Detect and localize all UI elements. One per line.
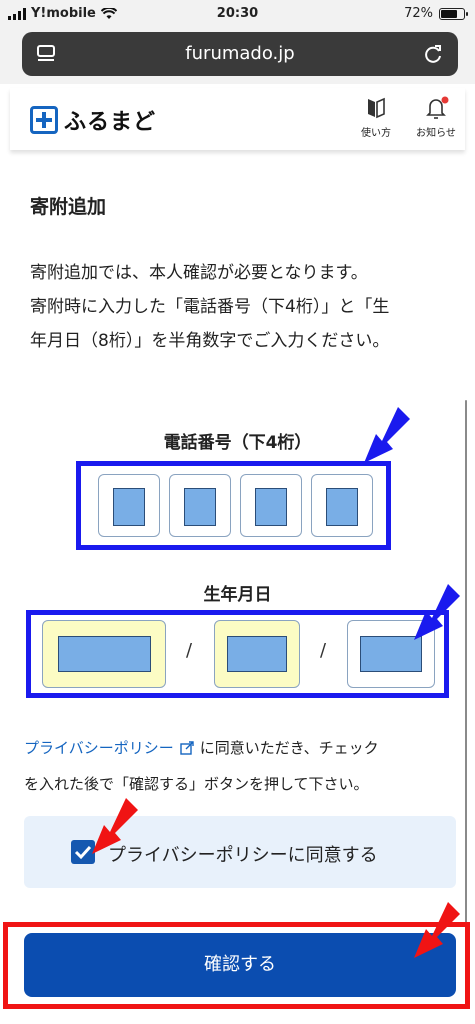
field-placeholder <box>113 488 145 526</box>
phone-digit-4-input[interactable] <box>311 474 373 537</box>
address-bar[interactable]: furumado.jp <box>22 32 458 76</box>
news-label: お知らせ <box>416 128 456 139</box>
agree-label: プライバシーポリシーに同意する <box>108 845 378 866</box>
field-placeholder <box>184 488 216 526</box>
battery-percent: 72% <box>404 6 433 21</box>
bell-icon <box>426 96 449 119</box>
site-logo[interactable]: ふるまど <box>30 104 156 136</box>
page-title: 寄附追加 <box>30 196 107 218</box>
agree-checkbox[interactable] <box>71 840 95 864</box>
battery-info: 72% <box>404 6 468 21</box>
tabs-icon[interactable] <box>36 44 56 64</box>
birthdate-label: 生年月日 <box>203 585 272 605</box>
guide-button[interactable]: 使い方 <box>348 94 404 139</box>
wifi-icon <box>100 7 117 19</box>
confirm-button[interactable]: 確認する <box>24 933 456 997</box>
logo-text: ふるまど <box>64 110 157 135</box>
phone-highlight-frame <box>76 461 391 550</box>
intro-line: 寄附時に入力した「電話番号（下4桁）」と「生 <box>30 297 390 317</box>
status-bar: Y!mobile 20:30 72% <box>0 0 475 28</box>
phone-label: 電話番号（下4桁） <box>163 433 312 453</box>
field-placeholder <box>227 636 287 672</box>
blue-arrow-icon <box>414 584 460 640</box>
phone-digit-3-input[interactable] <box>240 474 302 537</box>
blue-arrow-icon <box>364 407 410 463</box>
battery-icon <box>439 7 468 20</box>
field-placeholder <box>255 488 287 526</box>
privacy-notice-line2: を入れた後で「確認する」ボタンを押して下さい。 <box>24 775 369 793</box>
birthdate-highlight-frame: / / <box>26 610 449 698</box>
date-separator: / <box>320 640 327 661</box>
site-header: ふるまど 使い方 お知らせ <box>10 88 465 150</box>
external-link-icon[interactable] <box>180 741 194 755</box>
carrier-info: Y!mobile <box>8 6 117 21</box>
reload-icon[interactable] <box>422 43 444 65</box>
privacy-notice: プライバシーポリシー に同意いただき、チェック を入れた後で「確認する」ボタンを押… <box>24 730 464 802</box>
red-arrow-icon <box>92 798 138 854</box>
phone-digit-2-input[interactable] <box>169 474 231 537</box>
browser-toolbar: furumado.jp <box>0 28 475 84</box>
signal-icon <box>8 7 26 20</box>
privacy-policy-link[interactable]: プライバシーポリシー <box>24 739 174 757</box>
red-arrow-icon <box>414 902 460 958</box>
birth-month-input[interactable] <box>214 620 300 688</box>
scrollbar[interactable] <box>465 400 467 940</box>
field-placeholder <box>326 488 358 526</box>
book-icon <box>368 97 385 119</box>
privacy-notice-text: に同意いただき、チェック <box>199 739 379 757</box>
field-placeholder <box>58 636 151 672</box>
url-text: furumado.jp <box>185 43 295 64</box>
phone-digit-1-input[interactable] <box>98 474 160 537</box>
news-button[interactable]: お知らせ <box>408 94 464 139</box>
checkmark-icon <box>74 845 92 860</box>
birth-year-input[interactable] <box>42 620 166 688</box>
confirm-highlight-frame <box>3 922 470 1009</box>
date-separator: / <box>186 640 193 661</box>
carrier-name: Y!mobile <box>31 6 96 21</box>
plus-logo-icon <box>30 106 58 134</box>
clock: 20:30 <box>216 6 259 21</box>
field-placeholder <box>360 636 422 672</box>
intro-line: 寄附追加では、本人確認が必要となります。 <box>30 263 368 283</box>
intro-line: 年月日（8桁）」を半角数字でご入力ください。 <box>30 331 390 351</box>
guide-label: 使い方 <box>361 128 391 139</box>
intro-text: 寄附追加では、本人確認が必要となります。 寄附時に入力した「電話番号（下4桁）」… <box>30 256 455 358</box>
